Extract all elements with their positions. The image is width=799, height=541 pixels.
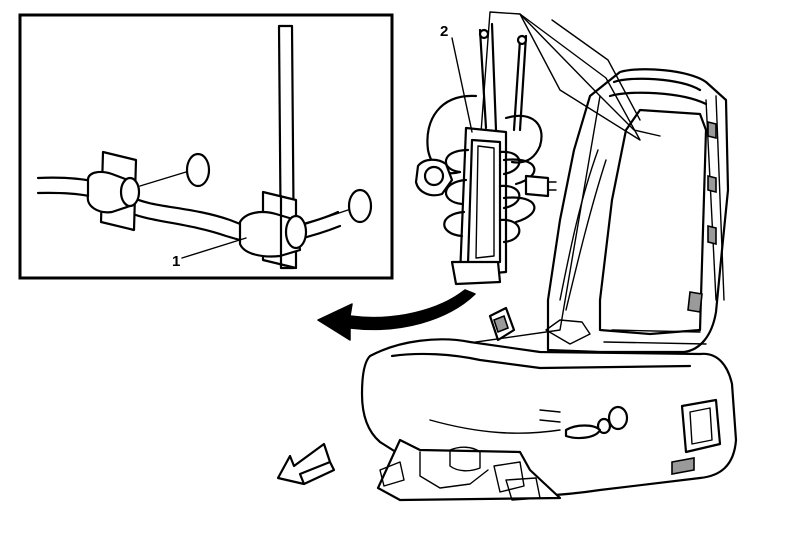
seat-harness-module xyxy=(414,22,557,286)
inset-frame xyxy=(18,13,394,280)
callout-2-label: 2 xyxy=(440,23,448,40)
seat-adjust-knob xyxy=(607,405,629,431)
inset-hole-left xyxy=(185,152,211,188)
detail-inset: 1 xyxy=(18,13,394,280)
inset-retainer-clip-right xyxy=(238,188,373,270)
curved-arrow-icon xyxy=(317,289,476,341)
front-direction-arrow-icon xyxy=(276,442,336,486)
seat-back-panels xyxy=(461,11,661,345)
callout-1-leader xyxy=(181,237,247,259)
inset-retainer-clip-left xyxy=(86,150,211,232)
inset-hole-right xyxy=(347,188,373,224)
seat-assembly: 2 xyxy=(360,11,738,502)
callout-2-leader xyxy=(451,37,473,133)
seat-back-frame xyxy=(545,68,730,354)
callout-1-label: 1 xyxy=(172,253,180,270)
seat-belt-buckle xyxy=(488,306,516,342)
seat-base-track xyxy=(376,409,562,502)
